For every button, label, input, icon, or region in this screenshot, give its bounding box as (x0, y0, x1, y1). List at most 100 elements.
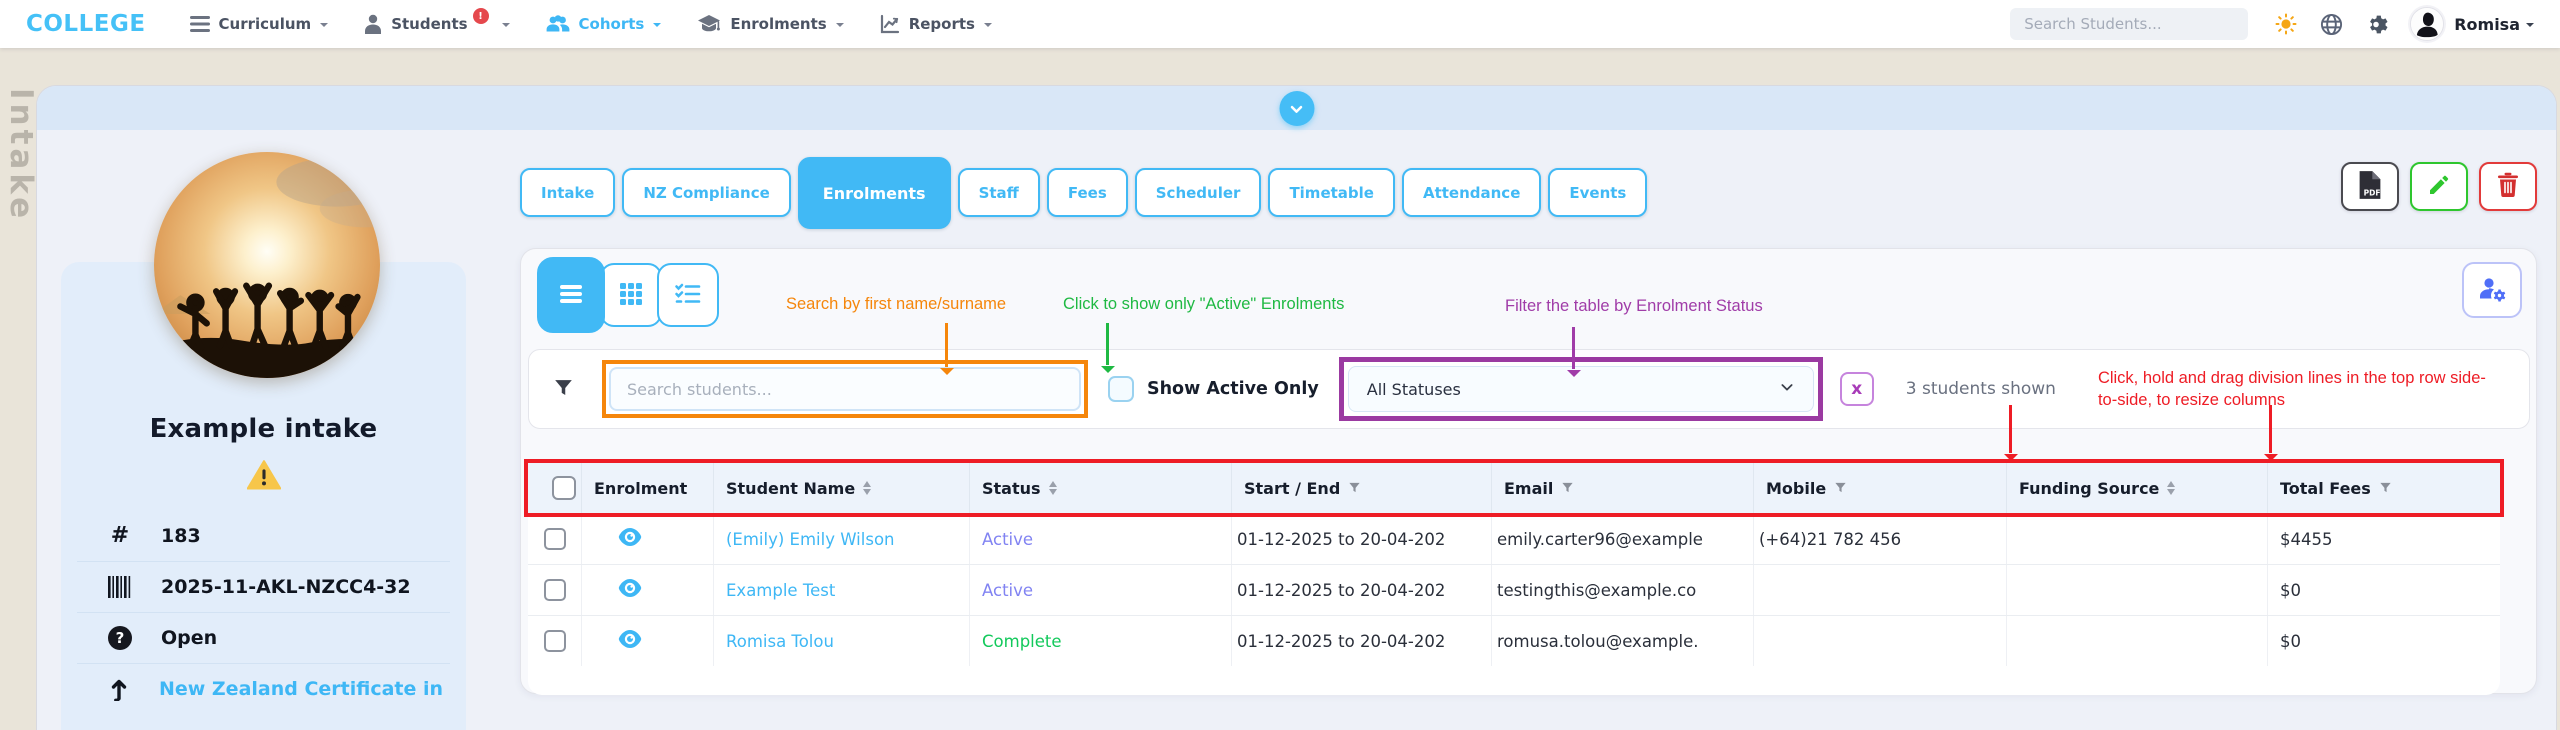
user-avatar[interactable] (2410, 7, 2445, 41)
tab-enrolments[interactable]: Enrolments (797, 157, 951, 229)
status-cell: Complete (970, 616, 1232, 666)
delete-button[interactable] (2479, 162, 2537, 211)
intake-code: 2025-11-AKL-NZCC4-32 (161, 576, 411, 598)
nav-item-curriculum[interactable]: Curriculum (189, 15, 329, 33)
tab-intake[interactable]: Intake (520, 168, 616, 217)
header-funding-source[interactable]: Funding Source (2007, 463, 2268, 513)
student-name-link[interactable]: Romisa Tolou (726, 631, 834, 651)
sort-icon[interactable] (1048, 481, 1057, 495)
top-nav: COLLEGE Curriculum Students ! Cohorts (0, 0, 2560, 48)
mobile-cell: (+64)21 782 456 (1754, 514, 2007, 564)
theme-sun-icon[interactable] (2274, 12, 2298, 36)
enrolments-table: Enrolment Student Name Status Start / En… (528, 463, 2500, 695)
enrolments-card: Search by first name/surname Click to sh… (520, 248, 2537, 695)
table-row: Romisa Tolou Complete 01-12-2025 to 20-0… (528, 615, 2500, 666)
intake-state: Open (161, 627, 218, 649)
funding-cell (2007, 616, 2268, 666)
header-enrolment[interactable]: Enrolment (582, 463, 714, 513)
clear-filter-button[interactable]: x (1839, 372, 1874, 406)
student-search-input[interactable] (609, 367, 1081, 411)
chevron-down-icon (320, 22, 329, 31)
collapse-panel-button[interactable] (1279, 91, 1314, 126)
chevron-down-icon (501, 22, 510, 31)
filter-funnel-icon[interactable] (553, 377, 574, 402)
funnel-icon[interactable] (1348, 479, 1361, 498)
nav-item-cohorts[interactable]: Cohorts (546, 15, 662, 33)
funnel-icon[interactable] (2379, 479, 2392, 498)
mobile-cell (1754, 616, 2007, 666)
intake-programme-row[interactable]: New Zealand Certificate in ... (77, 663, 450, 714)
record-actions: PDF (2341, 162, 2537, 211)
nav-label: Reports (908, 15, 975, 33)
view-enrolment-eye-icon[interactable] (618, 630, 642, 652)
status-filter-select[interactable]: All Statuses (1347, 366, 1814, 412)
header-email[interactable]: Email (1492, 463, 1754, 513)
tab-events[interactable]: Events (1548, 168, 1648, 217)
intake-panel: Example intake # 183 2025-11-AKL-NZCC4-3… (36, 85, 2557, 730)
tab-staff[interactable]: Staff (957, 168, 1040, 217)
intake-programme-link[interactable]: New Zealand Certificate in ... (158, 678, 450, 700)
table-header-row: Enrolment Student Name Status Start / En… (528, 463, 2500, 513)
header-total-fees[interactable]: Total Fees (2268, 463, 2500, 513)
annotation-arrow-purple (1572, 327, 1575, 369)
users-icon (546, 15, 570, 33)
status-cell: Active (970, 565, 1232, 615)
globe-icon[interactable] (2320, 13, 2343, 36)
gear-icon[interactable] (2365, 13, 2388, 36)
nav-item-students[interactable]: Students ! (364, 8, 510, 34)
row-checkbox[interactable] (543, 579, 566, 601)
panel-header (37, 86, 2556, 130)
chevron-down-icon (2526, 22, 2534, 31)
checklist-icon (674, 281, 702, 310)
sort-icon[interactable] (863, 481, 872, 495)
nav-item-reports[interactable]: Reports (880, 14, 992, 34)
show-active-only-checkbox[interactable] (1108, 376, 1134, 402)
intake-photo (154, 152, 380, 378)
tab-nz-compliance[interactable]: NZ Compliance (622, 168, 791, 217)
select-all-checkbox[interactable] (552, 476, 576, 500)
chart-icon (880, 14, 900, 34)
barcode-icon (105, 576, 135, 598)
view-enrolment-eye-icon[interactable] (618, 579, 642, 601)
header-mobile[interactable]: Mobile (1754, 463, 2007, 513)
student-name-link[interactable]: Example Test (726, 580, 836, 600)
export-pdf-button[interactable]: PDF (2341, 162, 2399, 211)
column-settings-button[interactable] (2462, 262, 2522, 318)
students-shown-count: 3 students shown (1905, 379, 2056, 399)
chevron-down-icon (983, 22, 992, 31)
tab-attendance[interactable]: Attendance (1401, 168, 1542, 217)
user-menu[interactable]: Romisa (2454, 15, 2534, 34)
checklist-view-button[interactable] (657, 263, 719, 327)
nav-label: Cohorts (578, 15, 645, 33)
student-name-link[interactable]: (Emily) Emily Wilson (726, 529, 895, 549)
nav-item-enrolments[interactable]: Enrolments (697, 14, 844, 34)
svg-text:PDF: PDF (2364, 188, 2381, 197)
tab-scheduler[interactable]: Scheduler (1134, 168, 1262, 217)
sort-icon[interactable] (2167, 481, 2176, 495)
list-view-button[interactable] (537, 257, 605, 333)
hamburger-icon (189, 16, 210, 32)
grid-icon (618, 281, 644, 310)
main-content: Intake NZ Compliance Enrolments Staff Fe… (520, 86, 2537, 730)
grid-view-button[interactable] (600, 263, 662, 327)
person-gear-icon (2478, 276, 2506, 305)
view-enrolment-eye-icon[interactable] (618, 528, 642, 550)
rail-tab-intake[interactable]: Intake (3, 88, 39, 223)
row-checkbox[interactable] (543, 528, 566, 550)
annotation-arrow-red-1 (2009, 405, 2012, 453)
global-search-input[interactable] (2010, 8, 2249, 40)
funnel-icon[interactable] (1561, 479, 1574, 498)
header-status[interactable]: Status (970, 463, 1232, 513)
chevron-down-icon (1779, 379, 1795, 399)
row-checkbox[interactable] (543, 630, 566, 652)
tab-timetable[interactable]: Timetable (1268, 168, 1395, 217)
header-start-end[interactable]: Start / End (1232, 463, 1492, 513)
header-student-name[interactable]: Student Name (714, 463, 970, 513)
tab-fees[interactable]: Fees (1046, 168, 1128, 217)
funnel-icon[interactable] (1834, 479, 1847, 498)
email-cell: romusa.tolou@example. (1492, 616, 1754, 666)
edit-button[interactable] (2410, 162, 2468, 211)
fees-cell: $0 (2280, 631, 2301, 651)
arrow-up-icon (105, 677, 133, 701)
dates-cell: 01-12-2025 to 20-04-202 (1232, 616, 1492, 666)
